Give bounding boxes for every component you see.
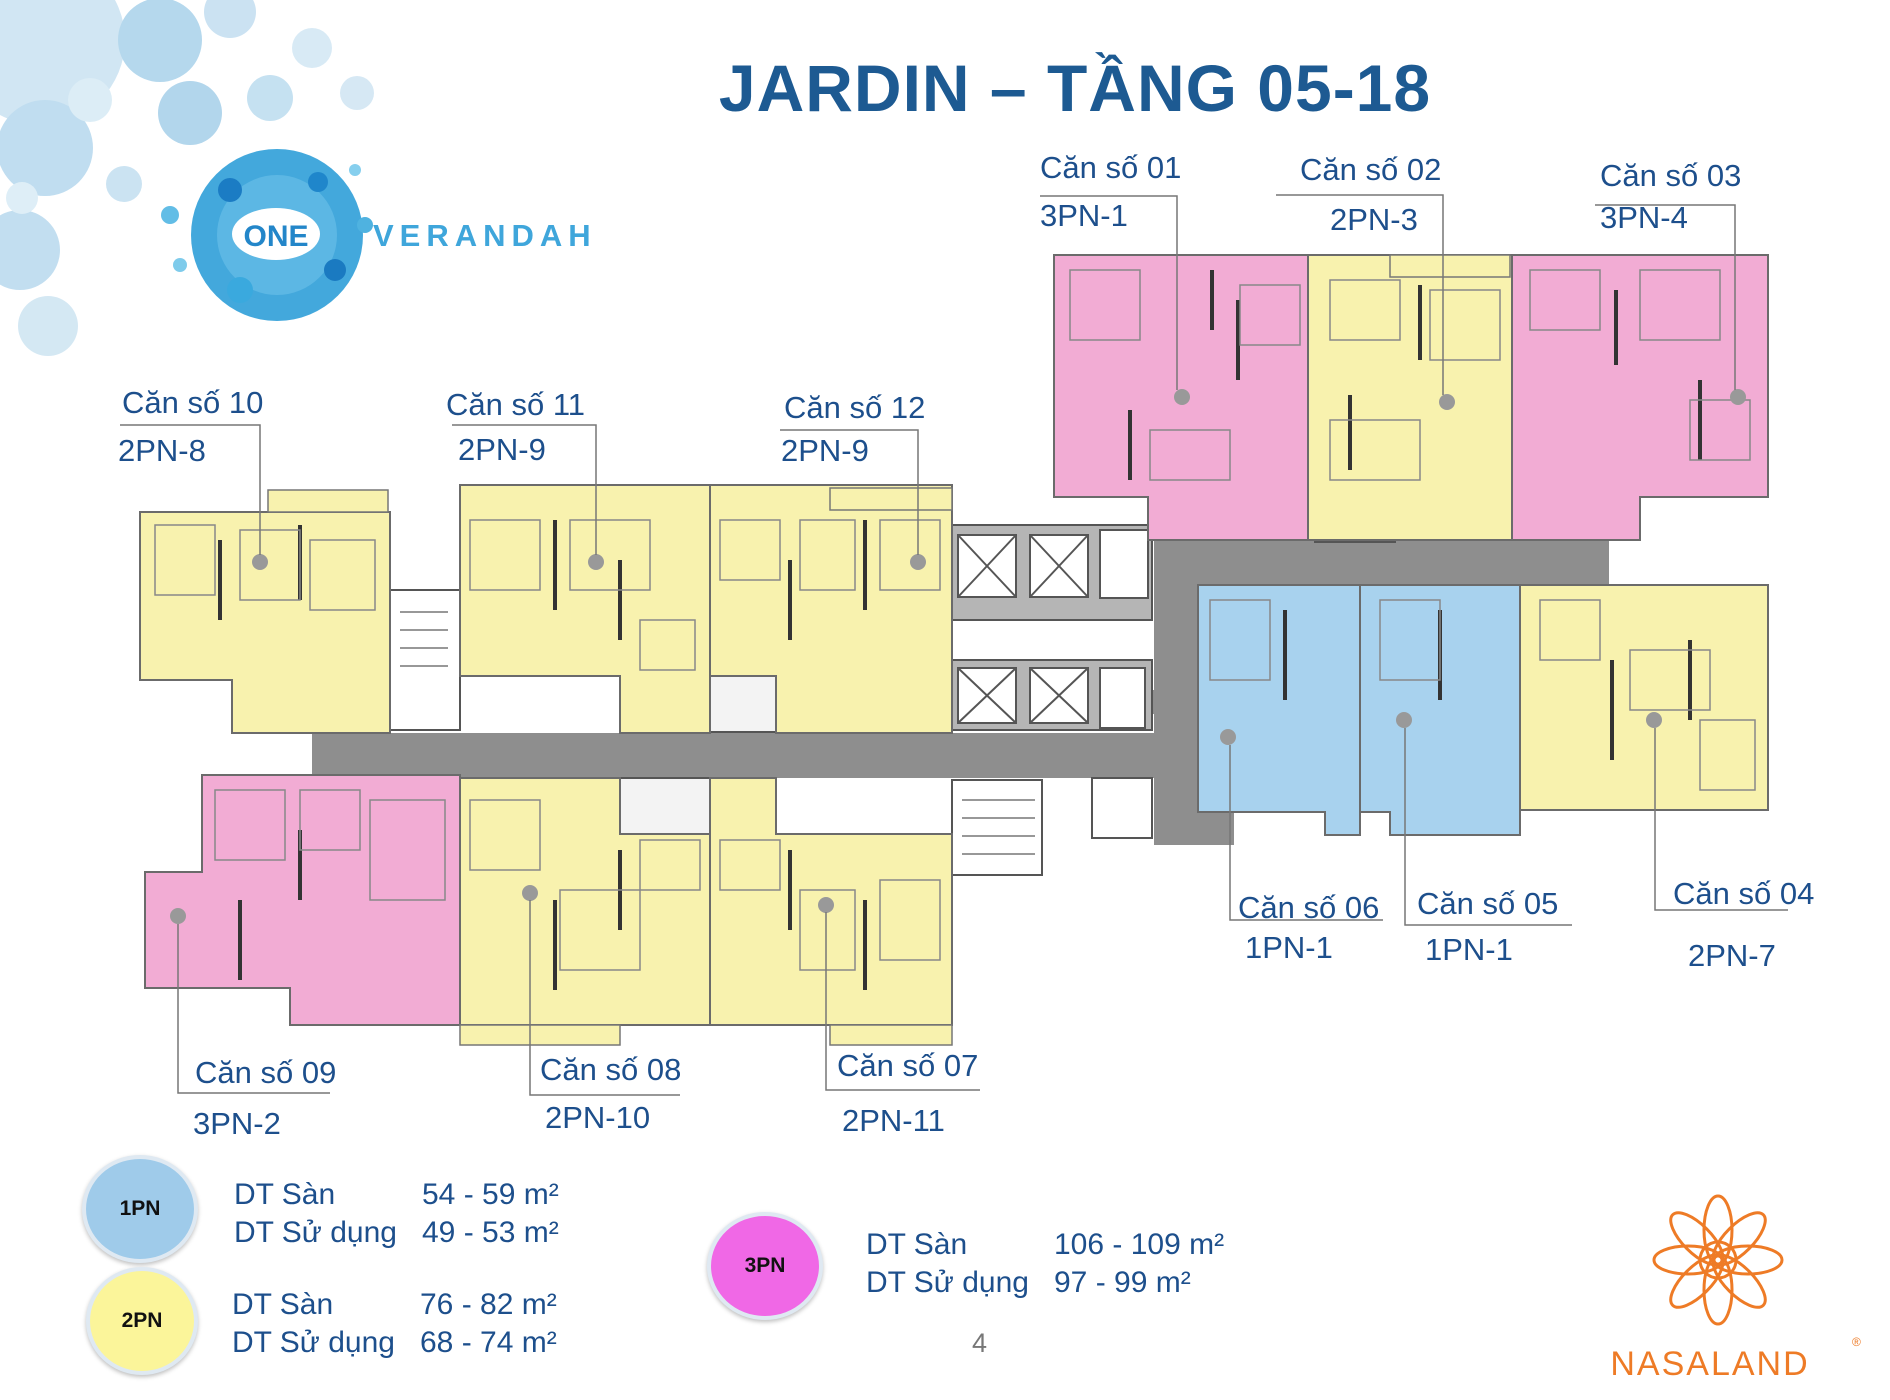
unit-12-name: Căn số 12 xyxy=(784,390,926,425)
unit-01-name: Căn số 01 xyxy=(1040,150,1182,185)
page-title: JARDIN – TẦNG 05-18 xyxy=(718,51,1432,125)
unit-08-name: Căn số 08 xyxy=(540,1052,682,1087)
unit-03-name: Căn số 03 xyxy=(1600,158,1742,193)
unit-02-shape xyxy=(1307,254,1513,541)
unit-11-name: Căn số 11 xyxy=(446,387,586,422)
legend-2pn-floor-label: DT Sàn xyxy=(232,1288,334,1321)
unit-12-type: 2PN-9 xyxy=(781,433,869,468)
unit-01-type: 3PN-1 xyxy=(1040,198,1128,233)
unit-04-type: 2PN-7 xyxy=(1688,938,1776,973)
unit-06-shape xyxy=(1197,584,1361,836)
legend-1pn-floor-area: 54 - 59 m² xyxy=(422,1178,559,1211)
page-number: 4 xyxy=(972,1328,988,1358)
unit-10-name: Căn số 10 xyxy=(122,385,264,420)
logo-word-verandah: VERANDAH xyxy=(373,218,597,253)
unit-02-name: Căn số 02 xyxy=(1300,152,1442,187)
unit-03-type: 3PN-4 xyxy=(1600,200,1688,235)
nasaland-wordmark: NASALAND xyxy=(1610,1345,1809,1383)
unit-11-type: 2PN-9 xyxy=(458,432,546,467)
legend-3pn-floor-area: 106 - 109 m² xyxy=(1054,1228,1225,1261)
decorative-bubbles xyxy=(0,0,374,356)
legend-2pn-usable-label: DT Sử dụng xyxy=(232,1326,395,1359)
unit-05-type: 1PN-1 xyxy=(1425,932,1513,967)
unit-06-name: Căn số 06 xyxy=(1238,890,1380,925)
unit-10-shape xyxy=(139,511,391,734)
unit-08-type: 2PN-10 xyxy=(545,1100,651,1135)
unit-04-shape xyxy=(1519,584,1769,811)
legend-badge-1pn: 1PN xyxy=(82,1155,198,1263)
unit-09-name: Căn số 09 xyxy=(195,1055,337,1090)
unit-09-type: 3PN-2 xyxy=(193,1106,281,1141)
one-verandah-logo: ONE VERANDAH xyxy=(161,149,597,321)
legend-badge-3pn: 3PN xyxy=(707,1212,823,1320)
unit-10-type: 2PN-8 xyxy=(118,433,206,468)
unit-02-type: 2PN-3 xyxy=(1330,202,1418,237)
legend-3pn-floor-label: DT Sàn xyxy=(866,1228,968,1261)
unit-05-shape xyxy=(1359,584,1521,836)
room-outlines xyxy=(154,269,1756,971)
legend-1pn-floor-label: DT Sàn xyxy=(234,1178,336,1211)
nasaland-logo xyxy=(1652,1194,1784,1326)
unit-11-shape xyxy=(459,484,711,734)
stair-lines xyxy=(400,611,1035,855)
unit-markers xyxy=(170,389,1746,924)
legend-2pn-floor-area: 76 - 82 m² xyxy=(420,1288,557,1321)
legend-1pn-usable-area: 49 - 53 m² xyxy=(422,1216,559,1249)
legend-3pn-usable-label: DT Sử dụng xyxy=(866,1266,1029,1299)
logo-word-one: ONE xyxy=(243,220,308,253)
unit-05-name: Căn số 05 xyxy=(1417,886,1559,921)
unit-12-shape xyxy=(709,484,953,734)
unit-07-name: Căn số 07 xyxy=(837,1048,979,1083)
unit-06-type: 1PN-1 xyxy=(1245,930,1333,965)
unit-07-type: 2PN-11 xyxy=(842,1103,945,1138)
unit-04-name: Căn số 04 xyxy=(1673,876,1815,911)
registered-mark: ® xyxy=(1852,1335,1861,1349)
leader-lines xyxy=(120,194,1788,1096)
legend-3pn-usable-area: 97 - 99 m² xyxy=(1054,1266,1191,1299)
legend-1pn-usable-label: DT Sử dụng xyxy=(234,1216,397,1249)
legend-badge-2pn: 2PN xyxy=(86,1267,198,1375)
balconies xyxy=(267,254,1511,1046)
legend-2pn-usable-area: 68 - 74 m² xyxy=(420,1326,557,1359)
